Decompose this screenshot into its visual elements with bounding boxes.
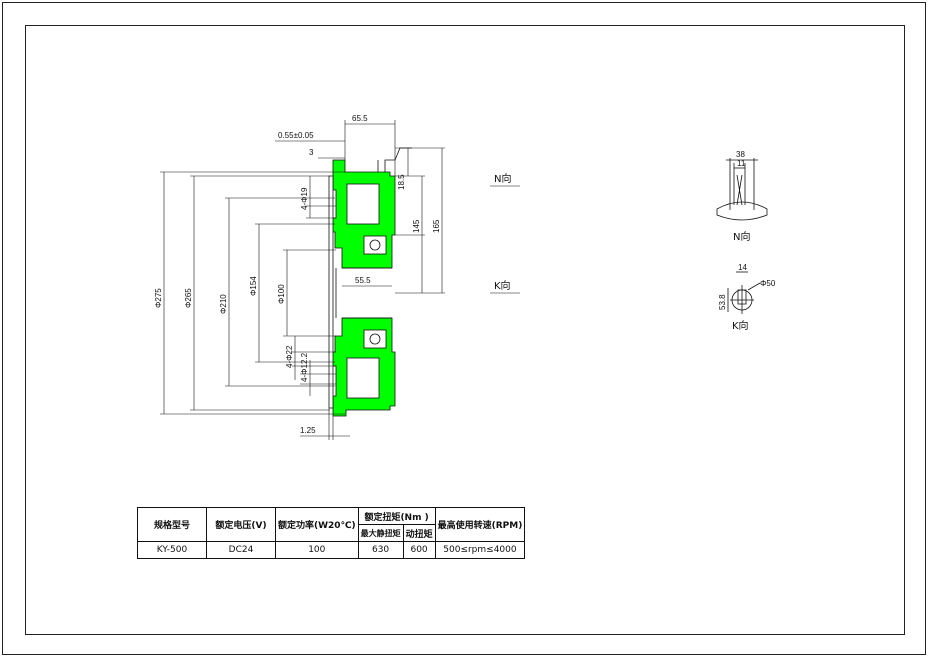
lower-coil — [346, 357, 380, 399]
n-view-38: 38 — [736, 150, 745, 159]
cell-dynamic-torque: 600 — [402, 541, 436, 559]
k-view-caption: K向 — [732, 319, 749, 332]
cell-model: KY-500 — [137, 541, 207, 559]
table-header-row: 规格型号 额定电压(V) 额定功率(W20℃) 额定扭矩(Nm ) 最高使用转速… — [137, 507, 526, 542]
k-view-53-8: 53.8 — [718, 294, 727, 310]
drawing-border — [25, 25, 905, 635]
dimension-labels: 65.5 0.55±0.05 3 18.5 145 165 4-Φ19 Φ275… — [154, 114, 441, 435]
dim-18-5: 18.5 — [397, 174, 406, 190]
dim-65-5: 65.5 — [352, 114, 368, 123]
dim-145: 145 — [412, 219, 421, 233]
dim-55-5: 55.5 — [355, 276, 371, 285]
cell-voltage: DC24 — [206, 541, 276, 559]
dim-phi210: Φ210 — [219, 294, 228, 314]
dim-4-phi12-2: 4-Φ12.2 — [300, 352, 309, 382]
n-direction-label: N向 — [494, 172, 511, 185]
dim-0-55: 0.55±0.05 — [278, 131, 314, 140]
dimension-lines — [160, 120, 520, 440]
dim-phi265: Φ265 — [184, 288, 193, 308]
k-view-phi50: Φ50 — [760, 279, 776, 288]
cell-static-torque: 630 — [357, 541, 404, 559]
header-model: 规格型号 — [137, 507, 207, 542]
header-torque: 额定扭矩(Nm ) — [357, 507, 436, 525]
header-voltage: 额定电压(V) — [206, 507, 276, 542]
header-static-torque: 最大静扭矩 — [357, 524, 404, 542]
table-subheader-row: 最大静扭矩 动扭矩 — [138, 524, 525, 542]
n-view-caption: N向 — [733, 230, 750, 243]
cell-max-speed: 500≤rpm≤4000 — [434, 541, 526, 559]
k-view — [727, 271, 761, 314]
dim-165: 165 — [432, 219, 441, 233]
dim-1-25: 1.25 — [300, 426, 316, 435]
k-view-14: 14 — [738, 263, 747, 272]
cell-power: 100 — [275, 541, 359, 559]
header-power: 额定功率(W20℃) — [275, 507, 359, 542]
header-max-speed: 最高使用转速(RPM) — [434, 507, 526, 542]
dim-phi154: Φ154 — [249, 276, 258, 296]
n-view — [716, 158, 768, 221]
dim-phi100: Φ100 — [277, 284, 286, 304]
dim-4-phi19: 4-Φ19 — [300, 187, 309, 210]
table-row: KY-500 DC24 100 630 600 500≤rpm≤4000 — [137, 541, 526, 559]
view-labels: N向 K向 38 11 N向 14 Φ50 53.8 K向 — [494, 150, 776, 332]
n-view-11: 11 — [737, 159, 746, 168]
dim-4-phi22: 4-Φ22 — [285, 345, 294, 368]
spec-table: 规格型号 额定电压(V) 额定功率(W20℃) 额定扭矩(Nm ) 最高使用转速… — [137, 507, 526, 559]
k-direction-label: K向 — [494, 279, 511, 292]
upper-coil — [346, 183, 380, 225]
header-dynamic-torque: 动扭矩 — [402, 524, 436, 542]
dim-3: 3 — [309, 148, 314, 157]
dim-phi275: Φ275 — [154, 288, 163, 308]
